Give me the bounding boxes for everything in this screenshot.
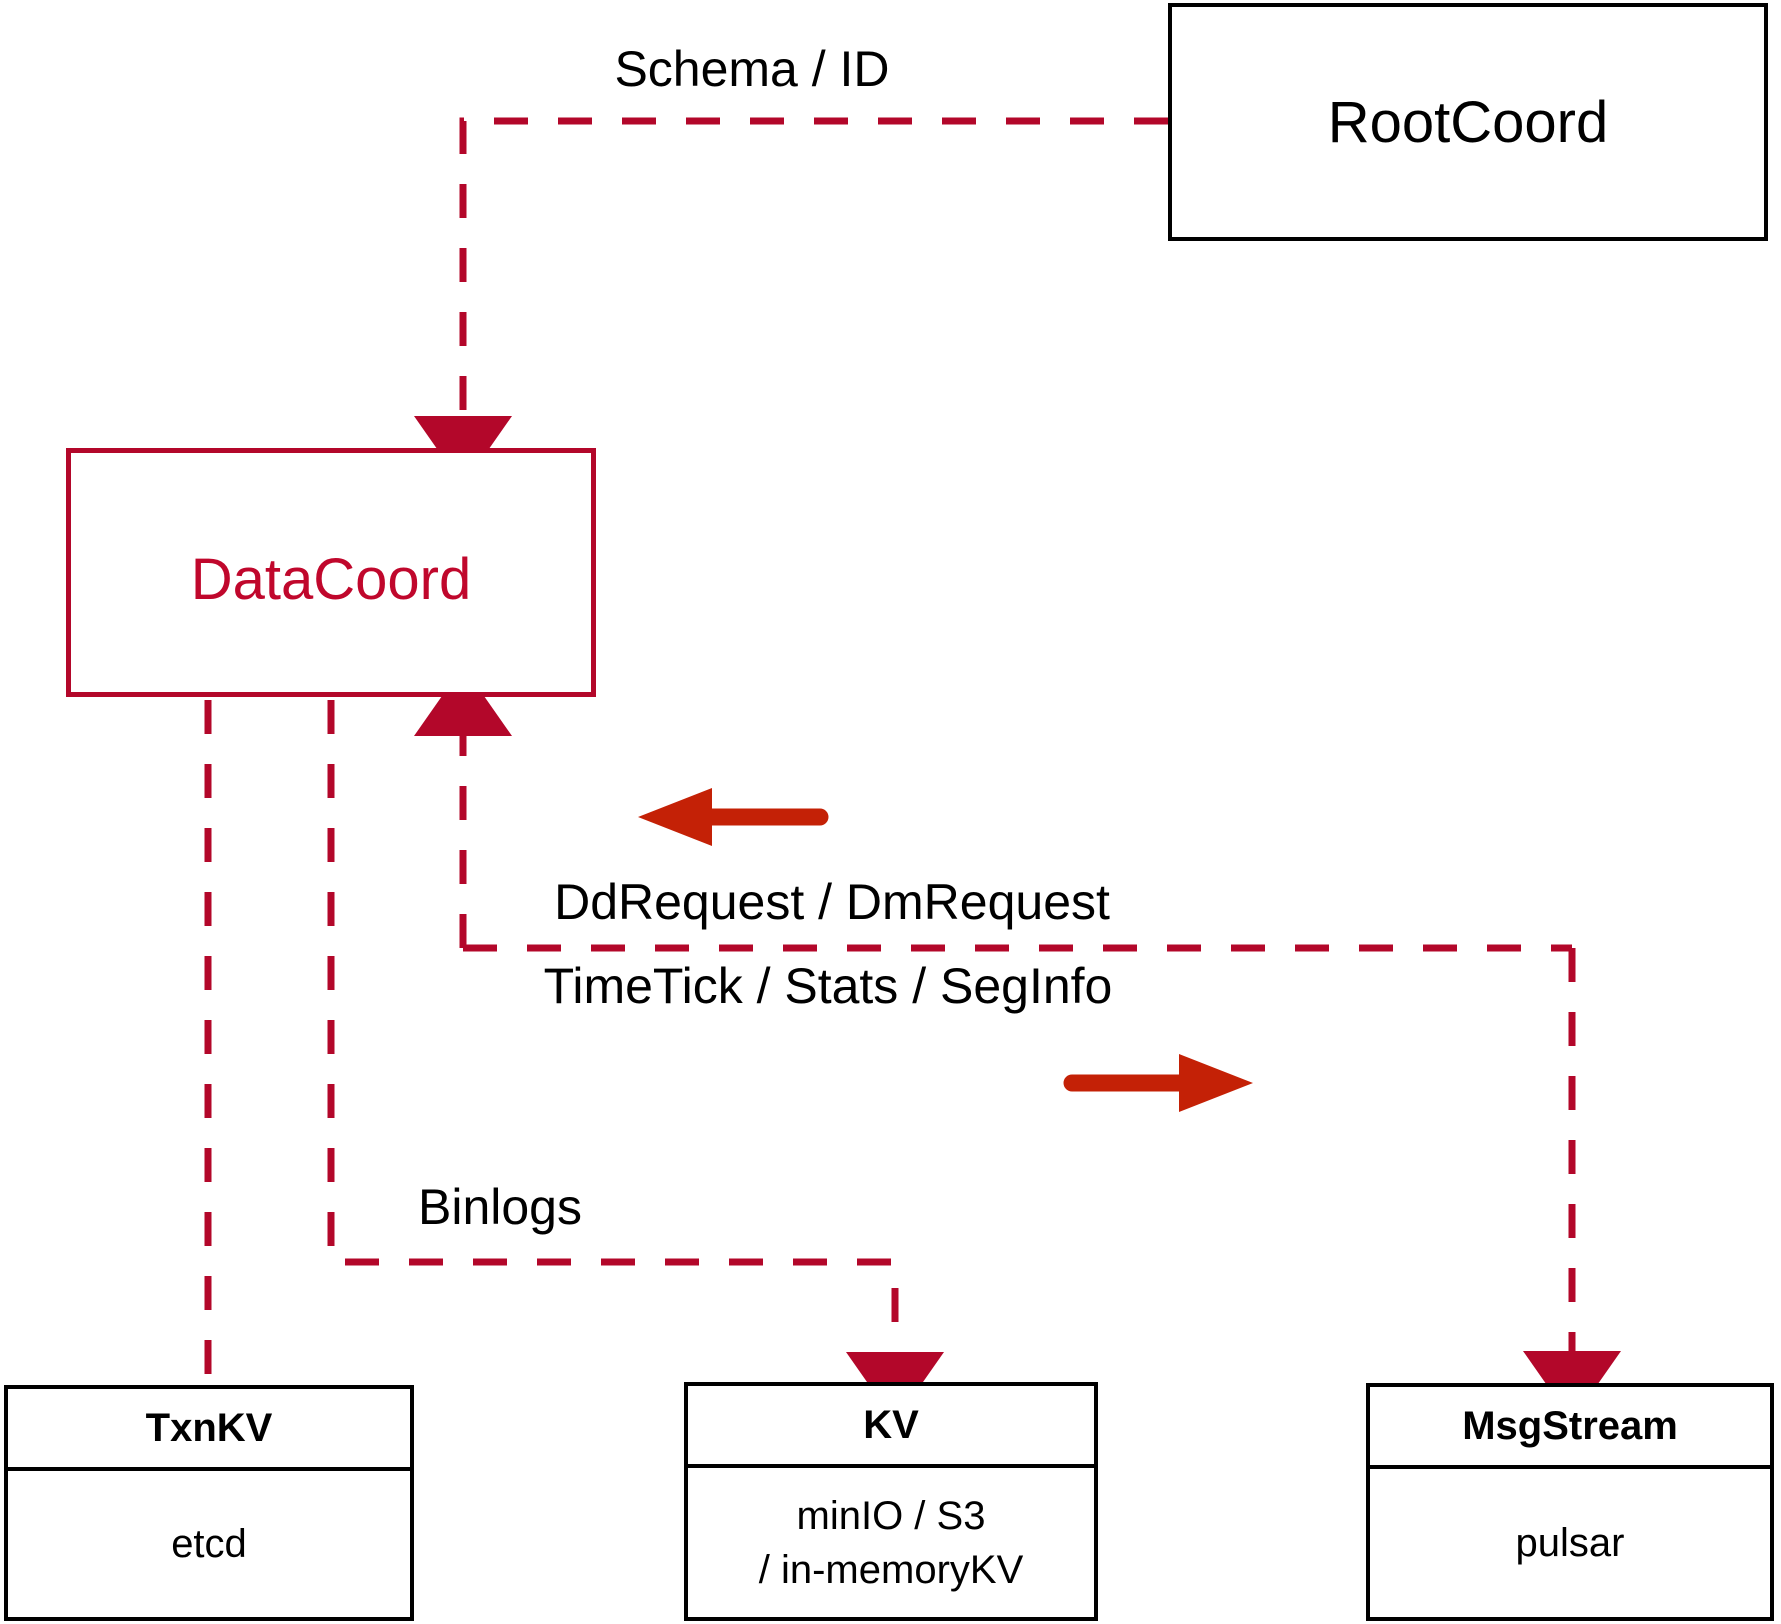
- edge-schema-id: [414, 117, 1168, 486]
- node-rootcoord[interactable]: RootCoord: [1168, 3, 1768, 241]
- edge-label-schema-id: Schema / ID: [614, 41, 890, 97]
- node-kv[interactable]: KV minIO / S3 / in-memoryKV: [684, 1382, 1098, 1621]
- node-msgstream-header: MsgStream: [1370, 1387, 1770, 1469]
- node-msgstream[interactable]: MsgStream pulsar: [1366, 1383, 1774, 1621]
- node-msgstream-body: pulsar: [1370, 1469, 1770, 1617]
- edge-label-timetick-stats-seginfo: TimeTick / Stats / SegInfo: [543, 958, 1113, 1014]
- node-kv-header: KV: [688, 1386, 1094, 1468]
- node-txnkv[interactable]: TxnKV etcd: [4, 1385, 414, 1621]
- edge-schema-id-path: [414, 117, 1168, 486]
- node-kv-body: minIO / S3 / in-memoryKV: [688, 1468, 1094, 1617]
- edge-binlogs: [327, 700, 944, 1422]
- node-msgstream-body-line: pulsar: [1515, 1521, 1625, 1565]
- edge-binlogs-path: [327, 700, 944, 1422]
- node-kv-body-line-1: minIO / S3: [796, 1493, 986, 1538]
- node-kv-body-line-2: / in-memoryKV: [758, 1547, 1024, 1592]
- edge-label-dd-dm-request: DdRequest / DmRequest: [554, 874, 1110, 930]
- edge-label-binlogs: Binlogs: [418, 1179, 582, 1235]
- node-txnkv-body-line: etcd: [171, 1522, 247, 1566]
- node-datacoord-label: DataCoord: [190, 547, 472, 612]
- node-datacoord[interactable]: DataCoord: [66, 448, 596, 697]
- node-rootcoord-label: RootCoord: [1327, 90, 1609, 155]
- node-txnkv-body: etcd: [8, 1471, 410, 1617]
- inbound-direction-marker-icon: [638, 788, 829, 846]
- outbound-direction-marker-icon: [1063, 1054, 1253, 1112]
- node-txnkv-header: TxnKV: [8, 1389, 410, 1471]
